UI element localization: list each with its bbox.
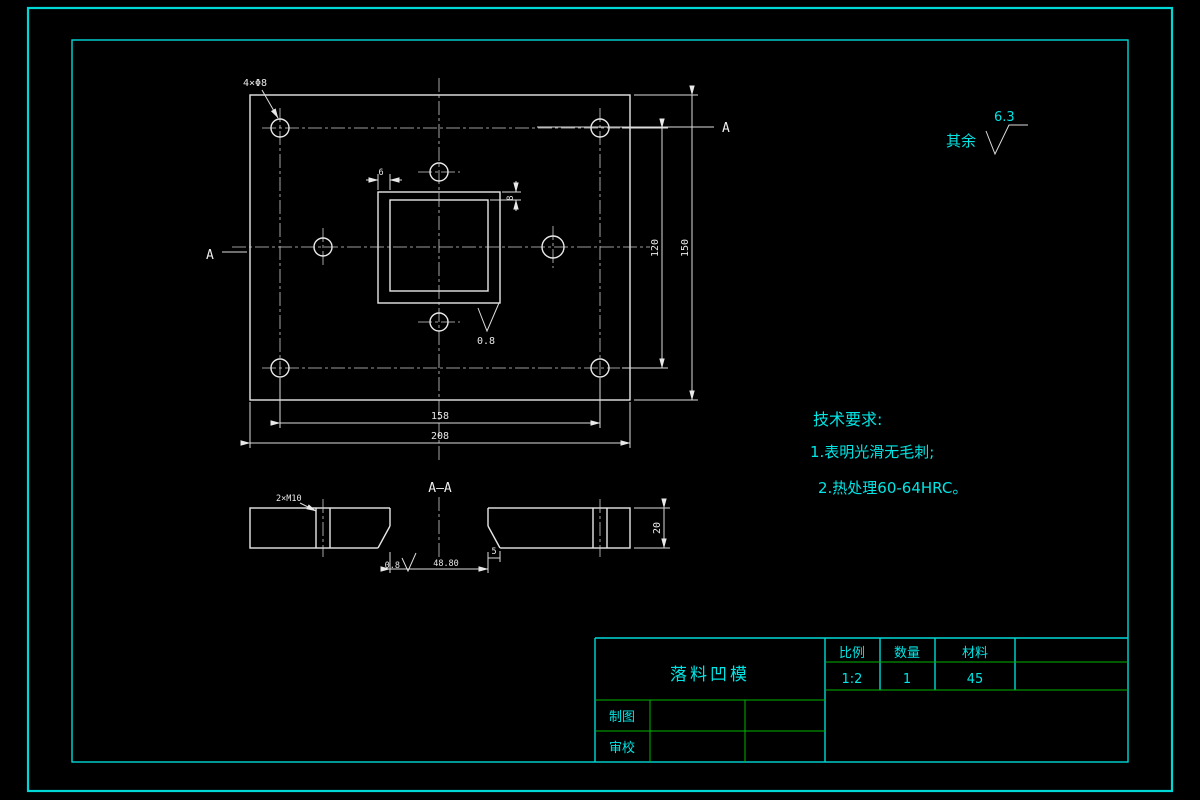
roughness-section-text: 0.8: [385, 561, 400, 571]
row-check-label: 审校: [609, 740, 635, 756]
section-marks: A A: [206, 121, 730, 263]
dim-opening: 48.80: [380, 552, 489, 573]
title-block: 落料凹模 比例 数量 材料 1:2 1 45 制图 审校: [594, 637, 1128, 762]
scale-value: 1:2: [842, 672, 863, 687]
sectioned-holes: [315, 497, 608, 560]
thread-callout: 2×M10: [276, 494, 317, 512]
roughness-symbol: [401, 552, 417, 573]
dim-height-outer-text: 150: [680, 239, 691, 257]
outer-border: [26, 6, 1174, 793]
thread-callout-text: 2×M10: [276, 494, 302, 504]
corner-hole-bottom-left: [270, 358, 290, 378]
cavity-outline: [377, 508, 501, 549]
top-view: 4×Φ8 A A 6 8 0.8: [206, 78, 730, 462]
dim-height-inner-text: 120: [650, 239, 661, 257]
holes: [270, 118, 610, 378]
dim-square-top: 6: [366, 168, 402, 190]
top-center-hole: [429, 162, 449, 182]
tech-req-title: 技术要求:: [813, 410, 882, 429]
row-draft-label: 制图: [609, 710, 635, 725]
plate-outline: [249, 94, 631, 401]
section-letter-left: A: [206, 248, 214, 263]
corner-hole-bottom-right: [590, 358, 610, 378]
roughness-symbol: [477, 302, 500, 333]
dim-square-side-text: 8: [506, 195, 516, 200]
dim-height-outer: 150: [634, 85, 698, 401]
dim-step: 5: [488, 547, 501, 562]
dim-step-text: 5: [491, 547, 496, 557]
col-qty-header: 数量: [894, 646, 920, 661]
dim-width-inner: 158: [270, 378, 601, 428]
roughness-section: 0.8: [385, 552, 417, 573]
material-value: 45: [967, 672, 984, 687]
mid-right-hole: [541, 235, 565, 259]
col-material-header: 材料: [962, 646, 988, 661]
hole-callout: 4×Φ8: [243, 78, 279, 119]
dim-width-inner-text: 158: [431, 411, 449, 422]
dim-thickness: 20: [634, 498, 670, 549]
tech-req-item2: 2.热处理60-64HRC。: [818, 479, 967, 497]
roughness-symbol: [985, 124, 1028, 156]
roughness-square-text: 0.8: [477, 336, 495, 347]
hole-callout-text: 4×Φ8: [243, 78, 267, 89]
general-roughness-prefix: 其余: [946, 132, 976, 150]
section-view: A—A 2×M10: [249, 481, 670, 573]
dim-width-outer: 208: [240, 402, 631, 448]
dim-opening-text: 48.80: [433, 559, 459, 569]
corner-hole-top-left: [270, 118, 290, 138]
mid-left-hole: [313, 237, 333, 257]
bottom-center-hole: [429, 312, 449, 332]
section-letter-right: A: [722, 121, 730, 136]
tech-requirements: 技术要求: 1.表明光滑无毛刺; 2.热处理60-64HRC。: [810, 410, 967, 497]
corner-hole-top-right: [590, 118, 610, 138]
centerlines: [232, 78, 650, 462]
general-roughness-value: 6.3: [994, 110, 1015, 125]
section-title: A—A: [428, 481, 452, 496]
col-scale-header: 比例: [839, 646, 865, 661]
general-roughness: 其余 6.3: [946, 110, 1028, 156]
dim-square-top-text: 6: [378, 168, 383, 178]
roughness-square: 0.8: [477, 302, 500, 347]
tech-req-item1: 1.表明光滑无毛刺;: [810, 443, 934, 461]
dim-width-outer-text: 208: [431, 431, 449, 442]
dim-square-side: 8: [490, 181, 521, 211]
qty-value: 1: [903, 672, 911, 687]
inner-border: [71, 39, 1129, 763]
dim-thickness-text: 20: [652, 522, 663, 534]
dim-height-inner: 120: [622, 118, 668, 369]
part-name: 落料凹模: [670, 665, 750, 685]
